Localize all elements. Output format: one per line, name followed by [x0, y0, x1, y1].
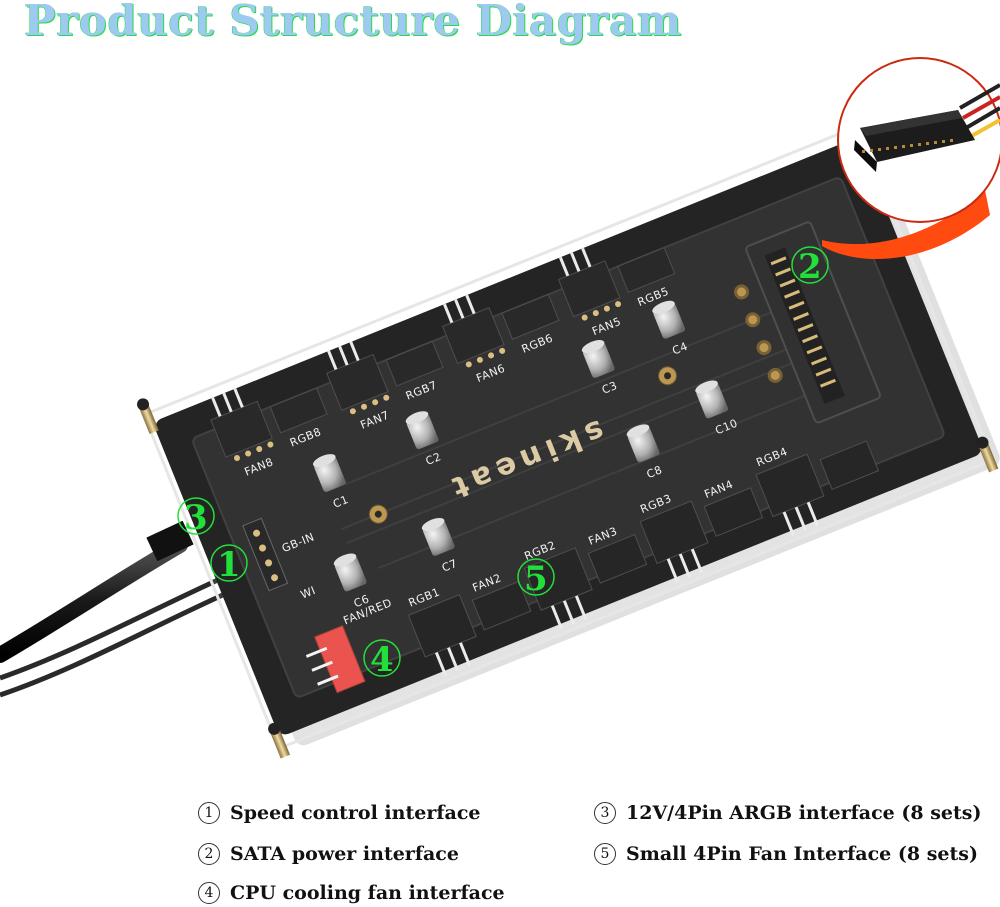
legend-item-4: 4 CPU cooling fan interface [198, 882, 505, 904]
callout-3: 3 [177, 497, 215, 538]
sata-cable-inset [822, 57, 1000, 260]
legend-item-3: 3 12V/4Pin ARGB interface (8 sets) [594, 802, 981, 824]
legend-label-2: SATA power interface [230, 843, 459, 865]
callout-1: 1 [210, 544, 248, 585]
label-c7: C7 [440, 557, 459, 575]
callout-5-number: 5 [524, 559, 548, 599]
legend-label-5: Small 4Pin Fan Interface (8 sets) [626, 843, 978, 865]
callout-4-number: 4 [370, 640, 394, 680]
legend-item-1: 1 Speed control interface [198, 802, 480, 824]
label-c4: C4 [670, 340, 689, 358]
callout-3-number: 3 [184, 498, 208, 538]
legend-number-1: 1 [198, 802, 220, 824]
diagram-title: Product Structure Diagram [24, 0, 682, 45]
legend-label-3: 12V/4Pin ARGB interface (8 sets) [626, 802, 982, 824]
callout-2: 2 [791, 246, 829, 287]
capacitors: C1 C2 C3 C4 C6 C7 [312, 300, 740, 610]
acrylic-cover [143, 125, 994, 749]
label-c6: C6 [352, 592, 371, 610]
legend-item-5: 5 Small 4Pin Fan Interface (8 sets) [594, 843, 978, 865]
label-wi: WI [299, 584, 318, 602]
sata-power-connector [734, 221, 881, 424]
legend-number-4: 4 [198, 882, 220, 904]
argb-input-header: GB-IN WI [242, 517, 318, 602]
callout-2-number: 2 [798, 247, 822, 287]
callout-5: 5 [517, 558, 555, 599]
legend-number-2: 2 [198, 843, 220, 865]
label-c8: C8 [645, 463, 664, 481]
legend-label-4: CPU cooling fan interface [230, 882, 505, 904]
callout-1-number: 1 [217, 545, 241, 585]
inset-arrow [822, 190, 990, 260]
legend-number-3: 3 [594, 802, 616, 824]
callout-4: 4 [363, 639, 401, 680]
sata-plug-icon [854, 83, 1000, 172]
label-c1: C1 [331, 493, 350, 511]
label-c2: C2 [424, 450, 443, 468]
legend-item-2: 2 SATA power interface [198, 843, 459, 865]
legend-number-5: 5 [594, 843, 616, 865]
legend-label-1: Speed control interface [230, 802, 481, 824]
label-c3: C3 [600, 379, 619, 397]
speed-control-cables [0, 520, 246, 698]
